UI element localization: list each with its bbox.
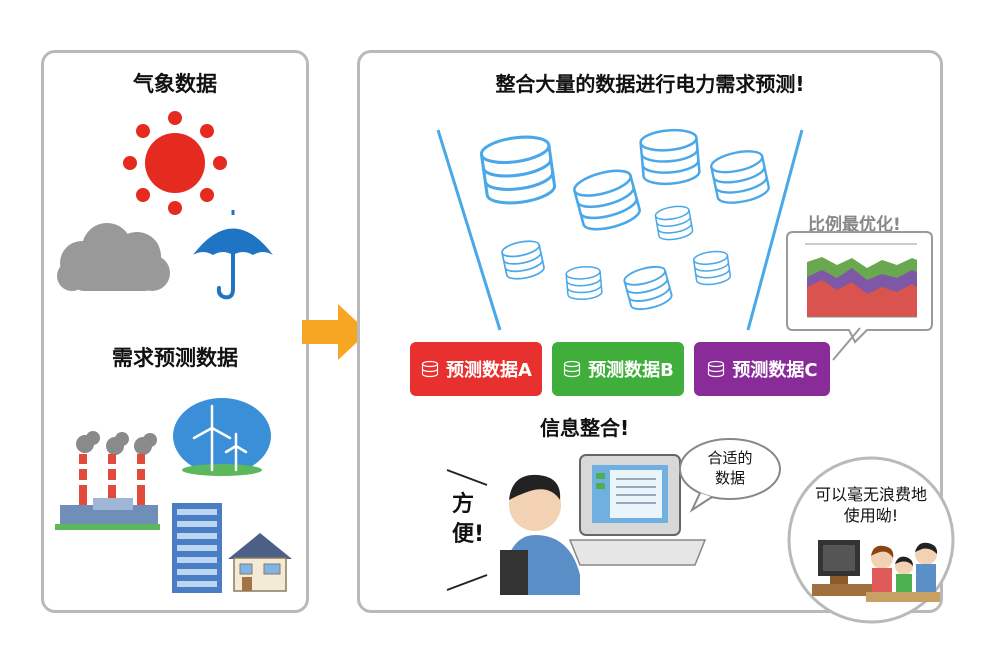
suitable-data-line-2: 数据: [714, 469, 745, 487]
optimize-label: 比例最优化!: [808, 215, 901, 235]
forecast-data-a-badge: 预测数据A: [410, 342, 542, 396]
wind-turbine-icon: [173, 398, 271, 476]
forecast-data-c-badge: 预测数据C: [694, 342, 830, 396]
database-icon-1: [478, 131, 558, 209]
forecast-data-a-label: 预测数据A: [446, 360, 532, 381]
no-waste-line-1: 可以毫无浪费地: [814, 485, 927, 504]
database-icon: [708, 360, 725, 378]
factory-icon: [55, 431, 160, 530]
chart-pointer: [832, 327, 861, 361]
funnel-lines: [436, 129, 804, 331]
database-icon-3: [638, 126, 702, 188]
database-icon-5: [653, 203, 695, 243]
database-icon-4: [708, 146, 772, 208]
right-arrow: [302, 304, 368, 360]
forecast-data-c-label: 预测数据C: [732, 360, 818, 381]
database-icon: [421, 360, 439, 378]
office-building-icon: [172, 503, 222, 593]
suitable-data-bubble: [679, 438, 781, 513]
forecast-data-b-label: 预测数据B: [588, 360, 674, 381]
chart-icon: [786, 231, 933, 344]
cloud-icon: [57, 223, 170, 291]
weather-data-title: 气象数据: [133, 72, 217, 96]
integrate-label: 信息整合!: [540, 416, 630, 440]
database-icon: [564, 360, 581, 378]
umbrella-icon: [193, 210, 273, 300]
database-icon-2: [570, 164, 644, 236]
sun-icon: [123, 111, 227, 215]
database-icons: [478, 126, 772, 314]
database-icon-6: [499, 237, 547, 283]
database-icon-8: [621, 262, 675, 314]
integration-title: 整合大量的数据进行电力需求预测!: [495, 72, 805, 96]
demand-forecast-data-title: 需求预测数据: [112, 346, 238, 370]
suitable-data-line-1: 合适的: [707, 449, 753, 467]
convenient-label: 方便!: [452, 492, 485, 547]
house-icon: [228, 533, 292, 592]
forecast-data-b-badge: 预测数据B: [552, 342, 684, 396]
no-waste-line-2: 使用呦!: [843, 506, 899, 525]
database-icon-7: [564, 264, 604, 302]
person-at-computer-icon: [500, 454, 707, 595]
emphasis-lines: [446, 469, 488, 591]
database-icon-9: [692, 248, 732, 288]
family-tv-icon: [812, 540, 940, 602]
